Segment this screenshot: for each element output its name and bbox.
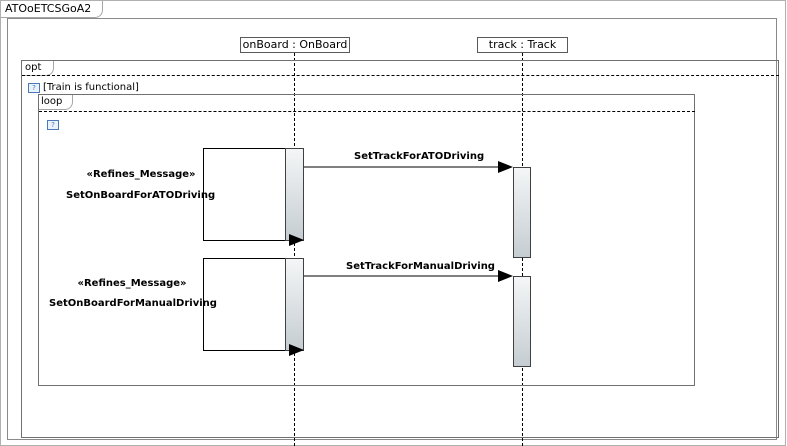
message-arrow-ato[interactable]: [304, 161, 513, 173]
opt-guard[interactable]: [Train is functional]: [43, 82, 139, 93]
opt-fragment[interactable]: [21, 60, 779, 438]
return-arrow-ato: [289, 234, 304, 246]
ref-manual-stereotype: «Refines_Message»: [77, 278, 187, 289]
activation-track-ato[interactable]: [513, 167, 531, 258]
message-arrow-manual[interactable]: [304, 270, 513, 282]
loop-fragment[interactable]: [38, 94, 695, 386]
opt-divider: [22, 75, 779, 76]
lifeline-onboard-head[interactable]: onBoard : OnBoard: [240, 37, 350, 53]
loop-divider: [39, 111, 695, 112]
interaction-frame: [7, 18, 777, 440]
ref-manual-name: SetOnBoardForManualDriving: [49, 298, 217, 309]
activation-track-manual[interactable]: [513, 276, 531, 367]
return-arrow-manual: [289, 344, 304, 356]
message-label-ato: SetTrackForATODriving: [354, 151, 485, 162]
message-label-manual: SetTrackForManualDriving: [346, 261, 495, 272]
ref-ato-name: SetOnBoardForATODriving: [66, 190, 216, 201]
lifeline-track-head[interactable]: track : Track: [477, 37, 568, 53]
lifeline-onboard-line: [294, 53, 295, 446]
opt-guard-icon: ?: [28, 83, 40, 93]
ref-ato-stereotype: «Refines_Message»: [86, 169, 196, 180]
loop-guard-icon: ?: [47, 120, 59, 130]
diagram-title[interactable]: ATOoETCSGoA2: [1, 1, 103, 18]
loop-fragment-label: loop: [39, 95, 73, 110]
